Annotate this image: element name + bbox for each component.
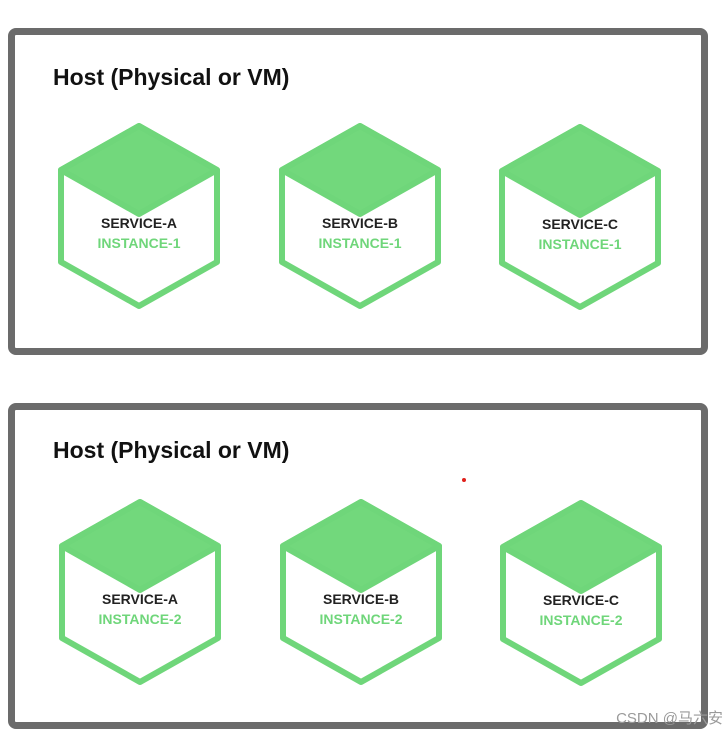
service-name: SERVICE-C (542, 216, 618, 232)
instance-label: INSTANCE-1 (538, 236, 622, 252)
hexagon-icon (499, 124, 661, 310)
hexagon-icon (58, 123, 220, 309)
instance-label: INSTANCE-2 (539, 612, 623, 628)
service-node-c-instance-2: SERVICE-C INSTANCE-2 (497, 498, 665, 688)
service-name: SERVICE-C (543, 592, 619, 608)
host-title: Host (Physical or VM) (53, 64, 290, 90)
service-name: SERVICE-A (102, 591, 178, 607)
service-name: SERVICE-B (323, 591, 399, 607)
service-name: SERVICE-B (322, 215, 398, 231)
hexagon-icon (59, 499, 221, 685)
host-box-2: Host (Physical or VM) SERVICE-A INSTANCE… (8, 403, 708, 729)
hexagon-icon (500, 500, 662, 686)
service-node-b-instance-2: SERVICE-B INSTANCE-2 (277, 497, 445, 687)
instance-label: INSTANCE-1 (318, 235, 402, 251)
service-node-a-instance-2: SERVICE-A INSTANCE-2 (56, 497, 224, 687)
instance-label: INSTANCE-1 (97, 235, 181, 251)
host-box-1: Host (Physical or VM) SERVICE-A INSTANCE… (8, 28, 708, 355)
service-name: SERVICE-A (101, 215, 177, 231)
service-node-b-instance-1: SERVICE-B INSTANCE-1 (276, 121, 444, 311)
service-node-c-instance-1: SERVICE-C INSTANCE-1 (496, 122, 664, 312)
hexagon-icon (279, 123, 441, 309)
instance-label: INSTANCE-2 (319, 611, 403, 627)
hexagon-icon (280, 499, 442, 685)
red-dot-marker (462, 478, 466, 482)
watermark: CSDN @马六安 (616, 710, 723, 727)
host-title: Host (Physical or VM) (53, 437, 290, 463)
instance-label: INSTANCE-2 (98, 611, 182, 627)
service-node-a-instance-1: SERVICE-A INSTANCE-1 (55, 121, 223, 311)
